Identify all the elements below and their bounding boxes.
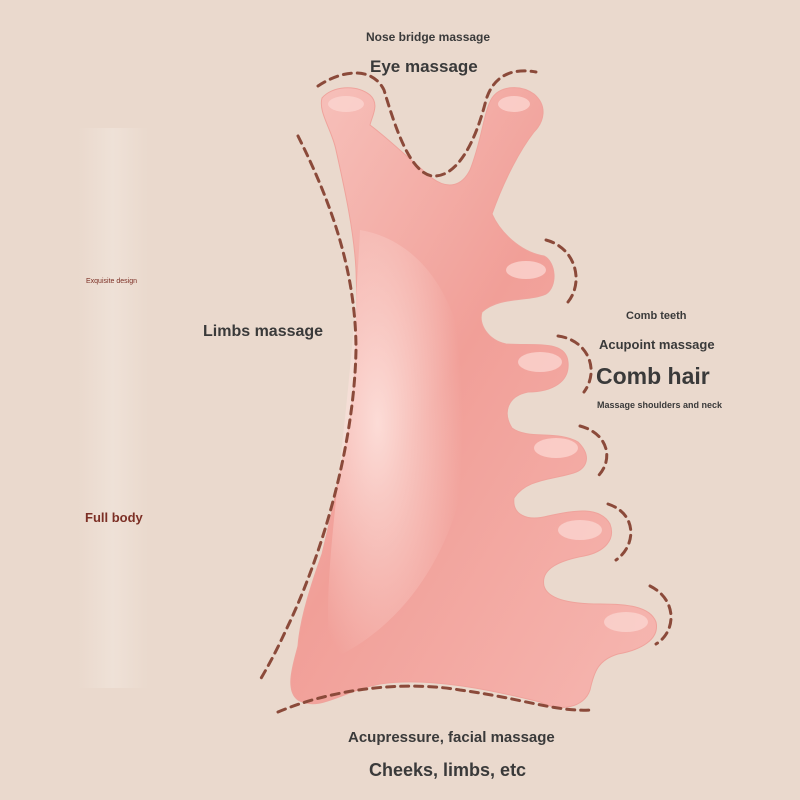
tooth-dash-5 — [648, 584, 673, 646]
label-shoulders-neck: Massage shoulders and neck — [597, 400, 723, 410]
label-eye-massage: Eye massage — [370, 57, 478, 76]
dashed-guides — [258, 69, 673, 714]
label-comb-teeth: Comb teeth — [626, 310, 687, 322]
label-acupressure: Acupressure, facial massage — [348, 729, 555, 746]
label-full-body: Full body — [85, 510, 143, 525]
comb-teeth-glints — [328, 96, 648, 632]
label-exquisite-design: Exquisite design — [86, 278, 137, 285]
tool-highlight — [327, 230, 470, 660]
limbs-dash — [258, 134, 358, 682]
side-panel — [78, 128, 148, 688]
bottom-dash — [276, 684, 592, 714]
eye-dash — [316, 69, 538, 178]
label-comb-hair: Comb hair — [596, 363, 710, 389]
label-limbs-massage: Limbs massage — [203, 323, 324, 340]
label-cheeks-limbs: Cheeks, limbs, etc — [369, 760, 527, 780]
tooth-dash-3 — [578, 424, 609, 480]
label-acupoint-massage: Acupoint massage — [599, 337, 715, 352]
tooth-dash-2 — [556, 334, 593, 394]
label-nose-bridge: Nose bridge massage — [366, 30, 491, 44]
tooth-dash-4 — [606, 502, 633, 562]
tooth-dash-1 — [544, 238, 578, 304]
